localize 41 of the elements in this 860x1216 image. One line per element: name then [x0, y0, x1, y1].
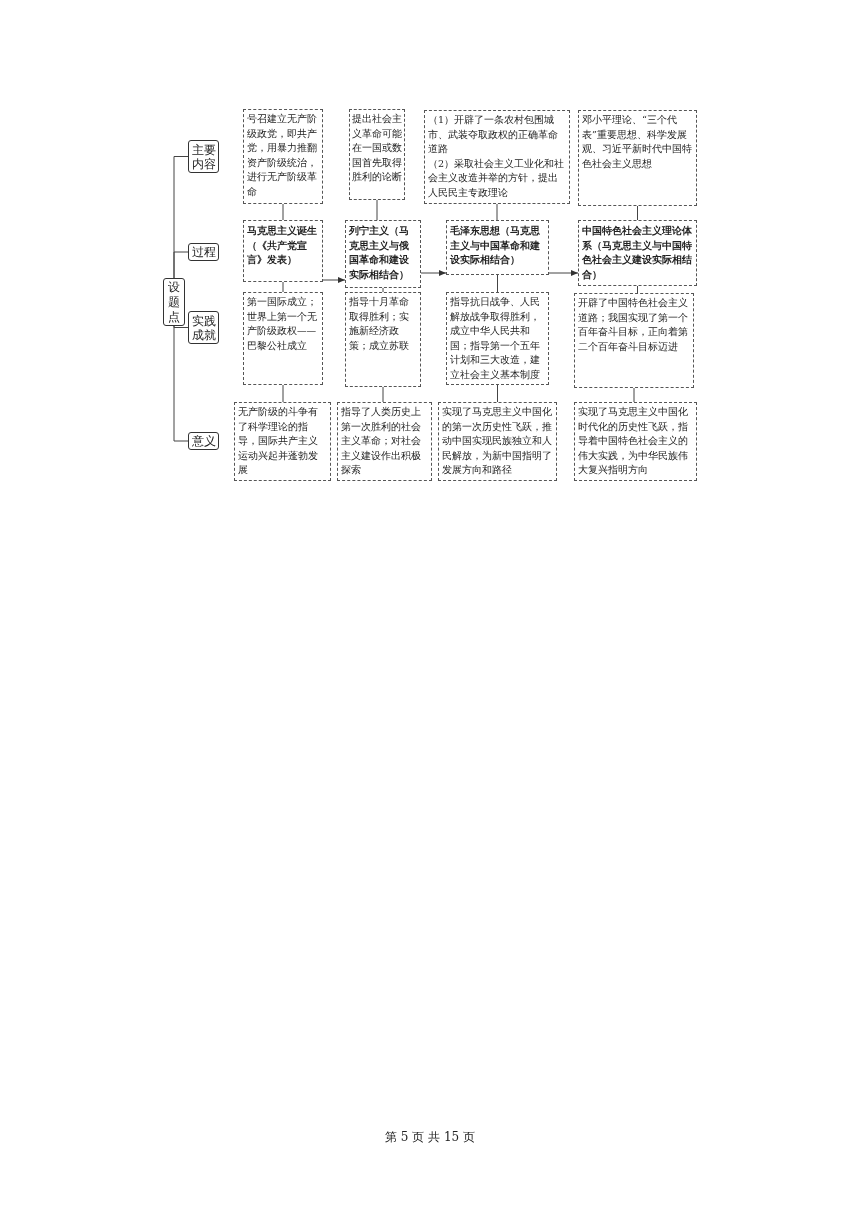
content-box: 提出社会主义革命可能在一国或数国首先取得胜利的论断 — [349, 109, 405, 200]
connector-line — [173, 251, 189, 279]
connector-line — [637, 205, 638, 221]
category-box: 过程 — [188, 243, 219, 261]
connector-line — [382, 386, 384, 403]
arrow — [548, 270, 579, 276]
significance-box: 实现了马克思主义中国化的第一次历史性飞跃，推动中国实现民族独立和人民解放，为新中国指明了发展方向和路径 — [438, 402, 557, 481]
significance-box: 无产阶级的斗争有了科学理论的指导，国际共产主义运动兴起并蓬勃发展 — [234, 402, 331, 481]
connector-line — [282, 203, 284, 221]
connector-line — [497, 384, 498, 403]
process-box: 中国特色社会主义理论体系（马克思主义与中国特色社会主义建设实际相结合） — [578, 220, 697, 286]
connector-line — [173, 325, 189, 442]
connector-line — [376, 199, 378, 221]
list-item: （2）采取社会主义工业化和社会主义改造并举的方针，提出人民民主专政理论 — [428, 156, 566, 200]
arrow — [322, 277, 346, 283]
process-box: 列宁主义（马克思主义与俄国革命和建设实际相结合） — [345, 220, 421, 288]
category-box: 实践成就 — [188, 311, 219, 344]
connector-line — [382, 287, 384, 293]
connector-line — [496, 203, 498, 221]
connector-line — [637, 285, 638, 294]
category-box: 意义 — [188, 432, 219, 450]
connector-line — [633, 387, 635, 403]
category-box: 主要内容 — [188, 140, 219, 173]
list-item: （1）开辟了一条农村包围城市、武装夺取政权的正确革命道路 — [428, 113, 559, 156]
content-box: 邓小平理论、“三个代表”重要思想、科学发展观、习近平新时代中国特色社会主义思想 — [578, 110, 697, 206]
achievement-box: 指导抗日战争、人民解放战争取得胜利，成立中华人民共和国；指导第一个五年计划和三大改造，建立社会主义基本制度 — [446, 292, 549, 385]
arrow — [420, 270, 447, 276]
significance-box: 指导了人类历史上第一次胜利的社会主义革命；对社会主义建设作出积极探索 — [337, 402, 432, 481]
connector-line — [282, 281, 284, 293]
significance-box: 实现了马克思主义中国化时代化的历史性飞跃，指导着中国特色社会主义的伟大实践，为中华民族伟大复兴指明方向 — [574, 402, 697, 481]
achievement-box: 开辟了中国特色社会主义道路；我国实现了第一个百年奋斗目标，正向着第二个百年奋斗目标迈进 — [574, 293, 694, 388]
achievement-box: 第一国际成立；世界上第一个无产阶级政权——巴黎公社成立 — [243, 292, 323, 385]
topic-box: 设题点 — [163, 278, 185, 326]
process-box: 毛泽东思想（马克思主义与中国革命和建设实际相结合） — [446, 220, 549, 275]
content-box: 号召建立无产阶级政党，即共产党，用暴力推翻资产阶级统治，进行无产阶级革命 — [243, 109, 323, 204]
connector-line — [282, 384, 284, 403]
process-box: 马克思主义诞生（《共产党宣言》发表） — [243, 220, 323, 282]
achievement-box: 指导十月革命取得胜利；实施新经济政策；成立苏联 — [345, 292, 421, 387]
content-box — [424, 110, 570, 204]
page-number: 第 5 页 共 15 页 — [384, 1129, 476, 1146]
connector-line — [497, 274, 498, 293]
